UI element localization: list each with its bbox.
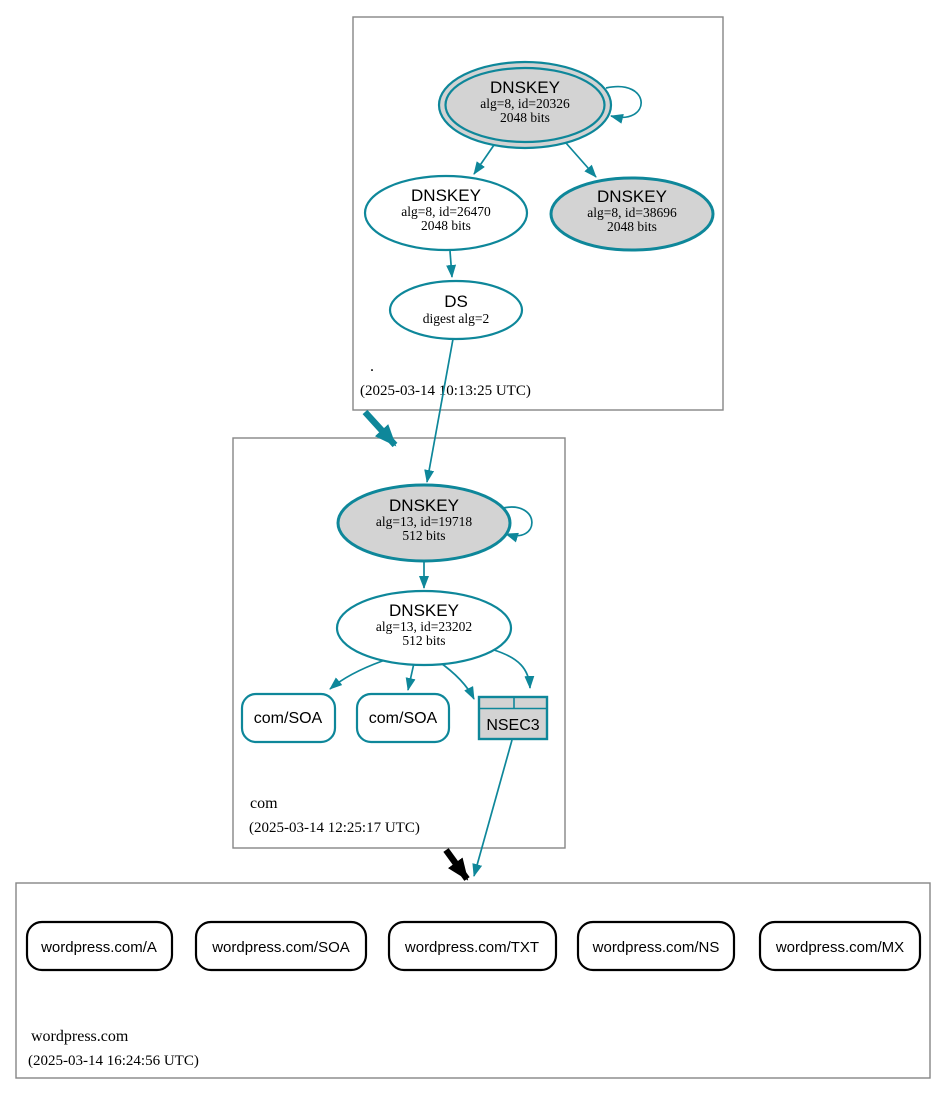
zone-label-root: .: [370, 358, 374, 375]
node-dnskey-19718-shape[interactable]: [336, 483, 512, 563]
node-dnskey-38696-title: DNSKEY: [597, 187, 667, 206]
node-dnskey-19718-title: DNSKEY: [389, 496, 459, 515]
node-dnskey-19718[interactable]: DNSKEY alg=13, id=19718 512 bits: [336, 483, 512, 563]
node-dnskey-23202-title: DNSKEY: [389, 601, 459, 620]
node-nsec3-shape[interactable]: [477, 695, 549, 741]
node-wordpress-txt-label: wordpress.com/TXT: [404, 939, 539, 956]
node-dnskey-26470-detail1: alg=8, id=26470: [401, 204, 491, 219]
edge-dnskey-23202-to-soa2: [405, 662, 416, 691]
node-com-soa-2-label: com/SOA: [369, 710, 438, 727]
node-com-soa-1-label: com/SOA: [254, 710, 323, 727]
edge-ds-to-com-dnskey-19718: [424, 338, 454, 483]
node-nsec3-label: NSEC3: [486, 717, 539, 734]
node-dnskey-26470[interactable]: DNSKEY alg=8, id=26470 2048 bits: [363, 174, 529, 252]
node-dnskey-20326-inner-ring: [444, 66, 606, 144]
node-dnskey-38696-detail2: 2048 bits: [607, 219, 657, 234]
node-dnskey-20326[interactable]: DNSKEY alg=8, id=20326 2048 bits: [437, 60, 613, 150]
node-wordpress-ns-shape[interactable]: [576, 920, 736, 972]
edge-dnskey-20326-to-38696: [565, 142, 597, 178]
node-dnskey-26470-title: DNSKEY: [411, 186, 481, 205]
node-wordpress-a[interactable]: wordpress.com/A: [25, 920, 174, 972]
node-dnskey-19718-detail2: 512 bits: [402, 528, 445, 543]
node-dnskey-20326-title: DNSKEY: [490, 78, 560, 97]
node-dnskey-20326-detail1: alg=8, id=20326: [480, 96, 570, 111]
zone-label-com: com: [250, 795, 278, 812]
node-ds-root[interactable]: DS digest alg=2: [388, 279, 524, 341]
node-wordpress-soa-shape[interactable]: [194, 920, 368, 972]
zone-box-root: [352, 16, 724, 411]
node-com-soa-2[interactable]: com/SOA: [355, 692, 451, 744]
node-dnskey-23202-detail2: 512 bits: [402, 633, 445, 648]
node-wordpress-txt-shape[interactable]: [387, 920, 558, 972]
node-wordpress-ns[interactable]: wordpress.com/NS: [576, 920, 736, 972]
zone-box-com: [232, 437, 566, 849]
node-dnskey-26470-shape[interactable]: [363, 174, 529, 252]
node-dnskey-20326-outer-ring[interactable]: [437, 60, 613, 150]
node-wordpress-mx[interactable]: wordpress.com/MX: [758, 920, 922, 972]
node-dnskey-19718-detail1: alg=13, id=19718: [376, 514, 472, 529]
edge-dnskey-23202-to-nsec3-top: [493, 649, 535, 689]
edge-dnskey-26470-to-ds: [446, 250, 457, 278]
zone-timestamp-wordpress: (2025-03-14 16:24:56 UTC): [28, 1053, 199, 1069]
zone-box-wordpress: [15, 882, 931, 1079]
node-dnskey-38696[interactable]: DNSKEY alg=8, id=38696 2048 bits: [549, 176, 715, 252]
edge-dnskey-23202-to-nsec3-left: [437, 660, 475, 700]
zone-timestamp-root: (2025-03-14 10:13:25 UTC): [360, 383, 531, 399]
node-com-soa-2-shape[interactable]: [355, 692, 451, 744]
node-com-soa-1-shape[interactable]: [240, 692, 337, 744]
node-ds-root-title: DS: [444, 292, 468, 311]
edge-selfsign-dnskey-19718: [502, 506, 533, 543]
edge-nsec3-to-wordpress: [472, 739, 513, 877]
edge-selfsign-dnskey-20326: [605, 85, 642, 124]
node-wordpress-soa-label: wordpress.com/SOA: [211, 939, 350, 956]
node-wordpress-a-label: wordpress.com/A: [40, 939, 157, 956]
zone-label-wordpress: wordpress.com: [31, 1028, 129, 1045]
node-wordpress-mx-label: wordpress.com/MX: [775, 939, 904, 956]
node-com-soa-1[interactable]: com/SOA: [240, 692, 337, 744]
node-dnskey-38696-shape[interactable]: [549, 176, 715, 252]
node-dnskey-23202[interactable]: DNSKEY alg=13, id=23202 512 bits: [335, 589, 513, 667]
node-nsec3[interactable]: NSEC3: [477, 695, 549, 741]
edge-delegation-com-to-wordpress: [443, 848, 470, 881]
node-dnskey-20326-detail2: 2048 bits: [500, 110, 550, 125]
node-wordpress-ns-label: wordpress.com/NS: [592, 939, 720, 956]
node-ds-root-detail1: digest alg=2: [423, 311, 489, 326]
node-dnskey-38696-detail1: alg=8, id=38696: [587, 205, 677, 220]
node-wordpress-soa[interactable]: wordpress.com/SOA: [194, 920, 368, 972]
zone-timestamp-com: (2025-03-14 12:25:17 UTC): [249, 820, 420, 836]
node-ds-root-shape[interactable]: [388, 279, 524, 341]
edge-dnskey-20326-to-26470: [473, 144, 495, 175]
node-dnskey-23202-shape[interactable]: [335, 589, 513, 667]
node-wordpress-a-shape[interactable]: [25, 920, 174, 972]
node-dnskey-23202-detail1: alg=13, id=23202: [376, 619, 472, 634]
edge-delegation-root-to-com: [362, 409, 398, 448]
node-wordpress-mx-shape[interactable]: [758, 920, 922, 972]
edge-dnskey-23202-to-soa1: [329, 658, 389, 690]
node-wordpress-txt[interactable]: wordpress.com/TXT: [387, 920, 558, 972]
node-dnskey-26470-detail2: 2048 bits: [421, 218, 471, 233]
